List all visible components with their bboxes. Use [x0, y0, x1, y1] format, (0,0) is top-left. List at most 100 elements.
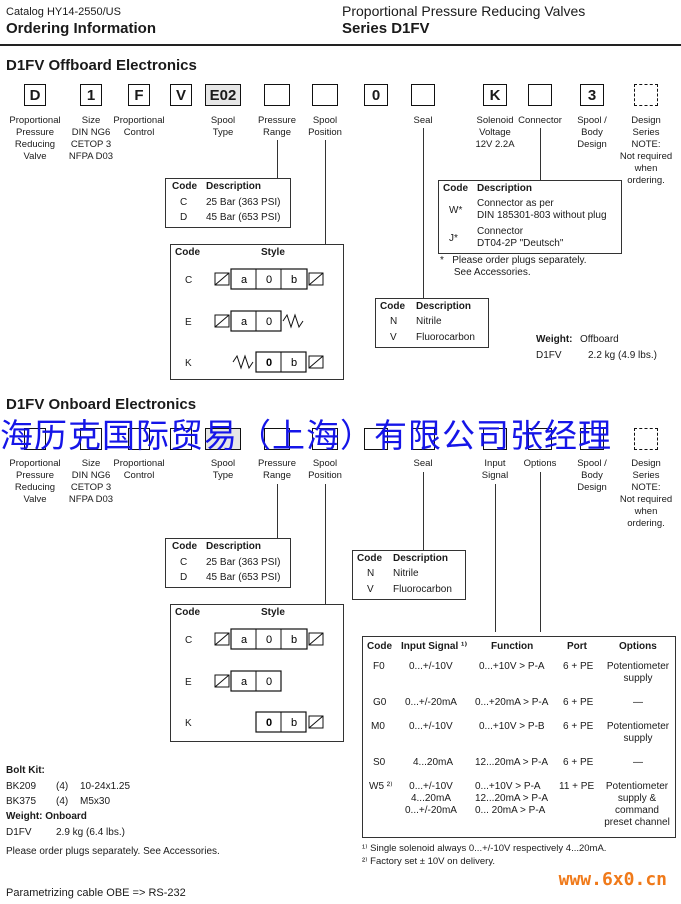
input-row-s0-options: — — [633, 757, 643, 768]
onboard-label-size: Size DIN NG6 CETOP 3 NFPA D03 — [68, 458, 114, 505]
seal-code-n: N — [390, 316, 398, 327]
input-row-m0-function: 0...+10V > P-B — [479, 721, 545, 732]
onboard-label-spool-position: Spool Position — [308, 458, 342, 481]
onboard-label-spool-body: Spool / Body Design — [577, 458, 607, 493]
site-logo: www.6x0.cn — [558, 869, 667, 890]
onboard-pressure-code-d: D — [180, 572, 188, 583]
style-table-header-style: Style — [261, 247, 285, 258]
svg-text:0: 0 — [266, 316, 272, 328]
input-footnote-1: ¹⁾ Single solenoid always 0...+/-10V res… — [362, 843, 607, 854]
onboard-seal-desc-n: Nitrile — [393, 568, 419, 579]
label-pressure-range: Pressure Range — [257, 115, 296, 138]
onboard-pressure-range-table: Code Description C 25 Bar (363 PSI) D 45… — [165, 538, 291, 588]
input-header-port: Port — [567, 641, 587, 652]
pressure-code-d: D — [180, 212, 188, 223]
svg-text:a: a — [241, 316, 248, 328]
connector-desc-w: Connector as per DIN 185301-803 without … — [477, 198, 607, 221]
label-seal: Seal — [413, 115, 433, 126]
input-row-g0-options: — — [633, 697, 643, 708]
input-header-options: Options — [619, 641, 657, 652]
svg-text:a: a — [241, 274, 248, 286]
input-row-f0-function: 0...+10V > P-A — [479, 661, 545, 672]
onboard-seal-header-code: Code — [357, 553, 382, 564]
onboard-seal-code-n: N — [367, 568, 375, 579]
svg-text:a: a — [241, 634, 248, 646]
input-row-f0-port: 6 + PE — [563, 661, 594, 672]
input-row-f0-code: F0 — [373, 661, 385, 672]
code-box-d: D — [24, 84, 46, 106]
connector-code-j: J* — [449, 233, 458, 244]
ordering-info-title: Ordering Information — [6, 20, 156, 37]
onboard-pressure-desc-c: 25 Bar (363 PSI) — [206, 557, 281, 568]
bolt-kit-2-qty: (4) — [56, 796, 69, 807]
input-header-code: Code — [367, 641, 392, 652]
pressure-code-c: C — [180, 197, 188, 208]
seal-table-header-desc: Description — [416, 301, 472, 312]
bolt-kit-1-desc: 10-24x1.25 — [80, 781, 131, 792]
style-code-e: E — [185, 317, 192, 328]
code-box-pressure — [264, 84, 290, 106]
input-row-w5-code: W5 ²⁾ — [369, 781, 393, 792]
svg-text:b: b — [291, 357, 297, 369]
seal-code-v: V — [390, 332, 397, 343]
onboard-pressure-code-c: C — [180, 557, 188, 568]
svg-text:0: 0 — [266, 274, 272, 286]
connector-table-header-code: Code — [443, 183, 468, 194]
leader-seal — [423, 128, 424, 298]
seal-desc-n: Nitrile — [416, 316, 442, 327]
onboard-box-design-series — [634, 428, 658, 450]
watermark-text: 海历克国际贸易（上海）有限公司张经理 — [0, 416, 612, 455]
input-row-w5-options: Potentiometer supply & command preset ch… — [604, 781, 670, 828]
onboard-leader-spool-position — [325, 484, 326, 604]
onboard-seal-table: Code Description N Nitrile V Fluorocarbo… — [352, 550, 466, 600]
input-row-w5-function: 0...+10V > P-A 12...20mA > P-A 0... 20mA… — [475, 781, 549, 816]
product-line: Proportional Pressure Reducing Valves — [342, 3, 586, 19]
code-box-f: F — [128, 84, 150, 106]
input-row-m0-code: M0 — [371, 721, 385, 732]
offboard-weight-value: 2.2 kg (4.9 lbs.) — [588, 350, 657, 361]
code-box-3: 3 — [580, 84, 604, 106]
code-box-0: 0 — [364, 84, 388, 106]
onboard-label-seal: Seal — [413, 458, 433, 469]
onboard-box-seal — [411, 428, 435, 450]
onboard-box-input — [483, 428, 507, 450]
svg-text:0: 0 — [266, 357, 272, 369]
label-spool-body: Spool / Body Design — [577, 115, 607, 150]
onboard-style-header-style: Style — [261, 607, 285, 618]
leader-pressure — [277, 140, 278, 178]
svg-text:0: 0 — [266, 717, 272, 729]
seal-table-header-code: Code — [380, 301, 405, 312]
seal-desc-v: Fluorocarbon — [416, 332, 475, 343]
input-row-g0-code: G0 — [373, 697, 387, 708]
onboard-label-valve: Proportional Pressure Reducing Valve — [9, 458, 61, 505]
style-table-header-code: Code — [175, 247, 200, 258]
onboard-box-1 — [80, 428, 102, 450]
label-size: Size DIN NG6 CETOP 3 NFPA D03 — [68, 115, 114, 162]
label-spool-position: Spool Position — [308, 115, 342, 138]
onboard-leader-seal — [423, 472, 424, 550]
input-row-s0-port: 6 + PE — [563, 757, 594, 768]
input-row-w5-port: 11 + PE — [559, 781, 595, 792]
code-box-connector — [528, 84, 552, 106]
seal-table: Code Description N Nitrile V Fluorocarbo… — [375, 298, 489, 348]
svg-text:b: b — [291, 274, 297, 286]
code-box-v: V — [170, 84, 192, 106]
leader-spool-position — [325, 140, 326, 244]
input-row-g0-signal: 0...+/-20mA — [405, 697, 457, 708]
code-box-spool-position — [312, 84, 338, 106]
onboard-weight-value: 2.9 kg (6.4 lbs.) — [56, 827, 125, 838]
series-title: Series D1FV — [342, 20, 430, 37]
input-row-f0-signal: 0...+/-10V — [409, 661, 453, 672]
pressure-desc-d: 45 Bar (653 PSI) — [206, 212, 281, 223]
onboard-pressure-header-code: Code — [172, 541, 197, 552]
onboard-leader-input — [495, 484, 496, 632]
onboard-weight-title: Weight: Onboard — [6, 811, 87, 822]
onboard-box-spool-position — [312, 428, 338, 450]
label-control: Proportional Control — [113, 115, 165, 138]
offboard-title: D1FV Offboard Electronics — [6, 57, 197, 74]
input-header-signal: Input Signal ¹⁾ — [401, 641, 468, 652]
svg-text:0: 0 — [266, 634, 272, 646]
onboard-style-code-k: K — [185, 718, 192, 729]
